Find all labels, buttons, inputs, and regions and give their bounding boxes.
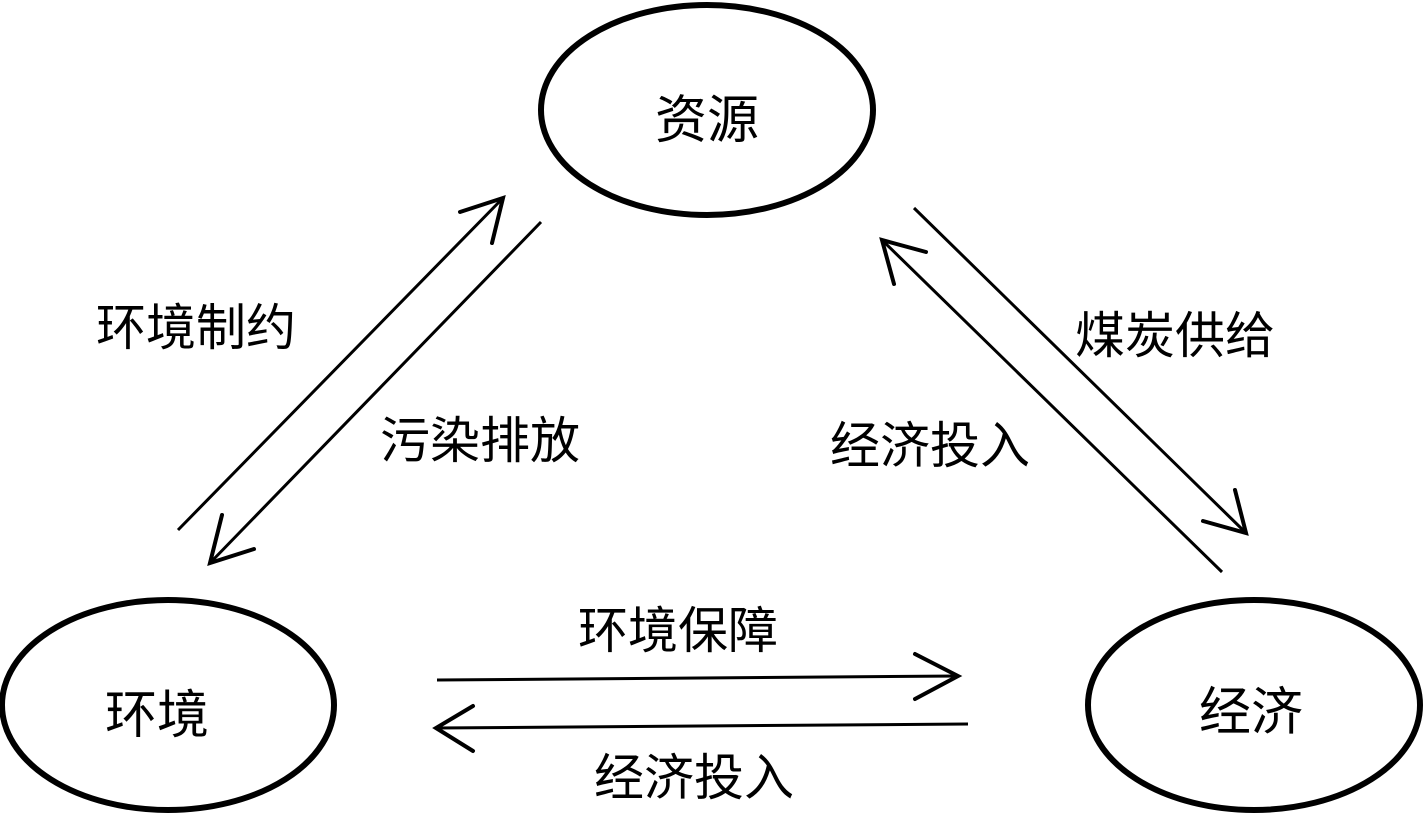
- edge-label-coal-supply: 煤炭供给: [1075, 307, 1275, 365]
- edge-environment-to-economy: 环境保障: [436, 602, 963, 701]
- edge-resources-to-environment: 污染排放: [207, 220, 580, 566]
- arrow-head-icon: [913, 652, 963, 701]
- node-economy-label: 经济: [1199, 683, 1303, 743]
- edge-environment-to-resources: 环境制约: [96, 194, 506, 532]
- edge-label-economic-investment-resources: 经济投入: [830, 417, 1030, 475]
- arrow-head-icon: [432, 704, 475, 753]
- arrow-line: [435, 722, 969, 730]
- arrow-line: [912, 206, 1248, 535]
- node-economy-ellipse: [1085, 597, 1423, 813]
- edge-economy-to-environment: 经济投入: [432, 704, 969, 807]
- arrow-line: [436, 674, 959, 682]
- node-resources-label: 资源: [655, 91, 759, 151]
- edge-economy-to-resources: 经济投入: [830, 237, 1224, 574]
- node-resources: 资源: [538, 2, 876, 218]
- arrow-line: [208, 220, 543, 565]
- arrow-head-icon: [458, 194, 506, 245]
- arrow-head-icon: [879, 237, 928, 286]
- node-environment-label: 环境: [105, 686, 209, 746]
- arrow-line: [176, 196, 505, 532]
- edge-label-economic-investment-environment: 经济投入: [594, 749, 794, 807]
- edge-label-environmental-protection: 环境保障: [578, 602, 778, 660]
- edge-label-pollution-emission: 污染排放: [380, 412, 580, 470]
- arrow-head-icon: [1201, 488, 1249, 536]
- edge-label-environment-constraint: 环境制约: [96, 299, 296, 357]
- edge-resources-to-economy: 煤炭供给: [912, 206, 1275, 536]
- node-economy: 经济: [1085, 597, 1423, 813]
- node-resources-ellipse: [538, 2, 876, 218]
- node-environment-ellipse: [0, 597, 337, 813]
- arrow-line: [880, 238, 1224, 574]
- node-environment: 环境: [0, 597, 337, 813]
- arrow-head-icon: [207, 513, 256, 566]
